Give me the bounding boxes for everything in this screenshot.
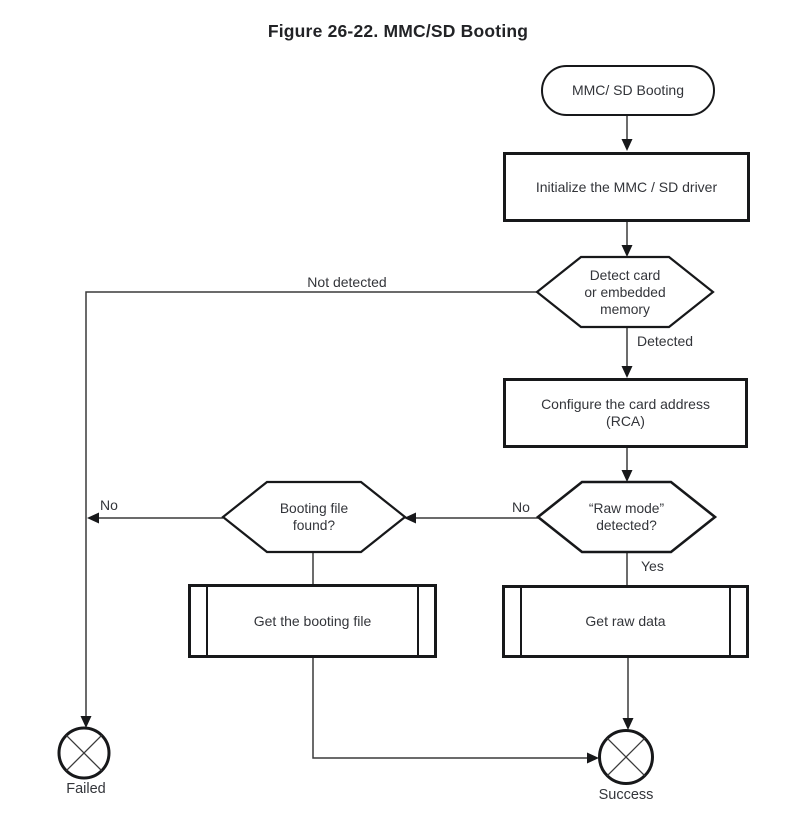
arrowhead-into-detect [621, 245, 633, 257]
arrowhead-into-success-left [587, 752, 599, 764]
edge-label-raw-yes: Yes [641, 558, 664, 574]
node-get-raw-data: Get raw data [502, 585, 749, 658]
node-get-raw-data-label: Get raw data [585, 613, 666, 629]
predefined-bar-right [729, 588, 731, 655]
edge-label-raw-no: No [512, 499, 530, 515]
arrowhead-into-failed-line [87, 512, 99, 524]
node-booting-file-label: Booting file found? [279, 501, 349, 533]
node-configure-rca-label: Configure the card address (RCA) [541, 396, 710, 429]
hexagon-booting-file [221, 480, 407, 554]
edge-notdetected-path [85, 291, 537, 718]
edge-label-detected: Detected [637, 333, 694, 349]
hexagon-detect-card [535, 255, 715, 329]
node-configure-rca: Configure the card address (RCA) [503, 378, 748, 448]
arrowhead-into-rawmode [621, 470, 633, 482]
node-detect-card-label: Detect card or embedded memory [584, 267, 666, 317]
hexagon-raw-mode [535, 480, 718, 554]
arrowhead-into-configure [621, 366, 633, 378]
arrowhead-into-failed [80, 716, 92, 728]
edge-getfile-to-success [312, 658, 589, 759]
figure-title: Figure 26-22. MMC/SD Booting [267, 21, 529, 41]
predefined-bar-right [417, 587, 419, 655]
end-node-success [598, 729, 654, 785]
arrowhead-into-success-top [622, 718, 634, 730]
node-get-booting-file: Get the booting file [188, 584, 437, 658]
arrowhead-into-bootingfile [404, 512, 416, 524]
node-init-driver: Initialize the MMC / SD driver [503, 152, 750, 222]
failed-cross-stroke-2 [65, 734, 103, 772]
node-raw-mode-label: “Raw mode” detected? [588, 501, 665, 533]
node-failed-label: Failed [66, 781, 106, 797]
edge-label-booting-no: No [100, 497, 118, 513]
node-success-label: Success [598, 787, 654, 803]
predefined-bar-left [520, 588, 522, 655]
node-get-booting-file-label: Get the booting file [253, 612, 372, 629]
end-node-failed [57, 726, 111, 780]
arrowhead-into-init [621, 139, 633, 151]
predefined-bar-left [206, 587, 208, 655]
node-init-driver-label: Initialize the MMC / SD driver [535, 178, 718, 195]
edge-label-not-detected: Not detected [307, 274, 387, 290]
node-start-label: MMC/ SD Booting [571, 82, 685, 98]
node-start: MMC/ SD Booting [541, 65, 715, 116]
success-cross-stroke-2 [606, 737, 646, 777]
